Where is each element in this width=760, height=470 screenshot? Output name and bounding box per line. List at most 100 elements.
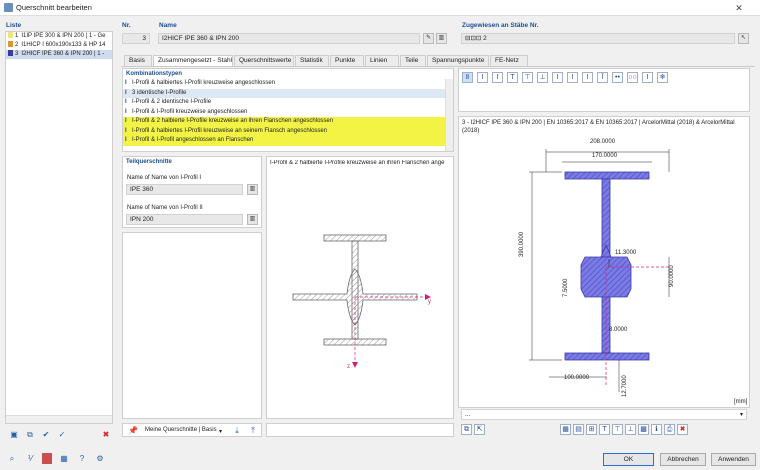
- tab-2[interactable]: Querschnittswerte: [234, 55, 294, 66]
- shape-type-icon[interactable]: I: [477, 72, 488, 83]
- shape-type-icon[interactable]: I: [567, 72, 578, 83]
- tab-6[interactable]: Teile: [400, 55, 426, 66]
- part2-label: Name of Name von I-Profil II: [127, 205, 203, 211]
- shape-type-icon[interactable]: ⊥: [537, 72, 548, 83]
- axes-icon[interactable]: ⊥: [625, 424, 636, 435]
- list-scrollbar[interactable]: [6, 415, 112, 423]
- select-members-icon[interactable]: ↖: [738, 33, 749, 44]
- part2-library-icon[interactable]: ▥: [247, 214, 258, 225]
- result-dropdown[interactable]: ...: [461, 409, 747, 420]
- list-label: Liste: [6, 22, 22, 29]
- i-profile-icon: I: [125, 80, 127, 86]
- unit-label: [mm]: [734, 399, 748, 405]
- combination-label: I-Profil & I-Profil angeschlossen an Fla…: [132, 137, 254, 143]
- color-icon[interactable]: [42, 453, 52, 464]
- shape-type-icon[interactable]: T: [507, 72, 518, 83]
- search-icon[interactable]: ⌕: [9, 454, 15, 463]
- check-icon[interactable]: ✔: [42, 430, 50, 439]
- help-icon[interactable]: ?: [79, 454, 85, 463]
- base-bar: 📌 Meine Querschnitte | Basis ▾ ⤓ ⤒: [122, 423, 262, 437]
- shape-type-icon[interactable]: Ⅰ: [642, 72, 653, 83]
- i-profile-icon: I: [125, 127, 127, 134]
- edit-name-icon[interactable]: ✎: [423, 33, 434, 44]
- shape-type-icon[interactable]: ⊤: [522, 72, 533, 83]
- list-item-label: I1IP IPE 300 & IPN 200 | 1 - Ge: [21, 33, 106, 39]
- save-base-icon[interactable]: ⤓: [235, 426, 239, 435]
- nr-field[interactable]: 3: [122, 33, 150, 44]
- copy-section-icon[interactable]: ⧉: [27, 430, 33, 439]
- table-icon[interactable]: ⊞: [586, 424, 597, 435]
- tab-3[interactable]: Statistik: [295, 55, 329, 66]
- combination-scrollbar[interactable]: [445, 79, 453, 151]
- apply-button[interactable]: Anwenden: [711, 453, 756, 466]
- combination-label: I-Profil & 2 halbierte I-Profile kreuzwe…: [132, 118, 334, 124]
- delete-icon[interactable]: ✖: [102, 430, 110, 439]
- copy-image-icon[interactable]: ⧉: [461, 424, 472, 435]
- grid-icon[interactable]: ▩: [638, 424, 649, 435]
- empty-panel: [122, 232, 262, 419]
- result-dropdown-icon[interactable]: ▾: [740, 412, 744, 418]
- drawing-footer-right: ▦ ▤ ⊞ T ⊤ ⊥ ▩ ℹ ⎙ ✖: [560, 424, 688, 435]
- list-item-label: I2HICF IPE 360 & IPN 200 | 1 -: [21, 51, 105, 57]
- name-label: Name: [159, 22, 177, 29]
- shape-type-icon[interactable]: I: [582, 72, 593, 83]
- export-icon[interactable]: ⇱: [474, 424, 485, 435]
- ok-button[interactable]: OK: [603, 453, 654, 466]
- tab-4[interactable]: Punkte: [330, 55, 364, 66]
- units-icon[interactable]: ⅟: [27, 454, 33, 463]
- dimension-icon[interactable]: ⊤: [612, 424, 623, 435]
- assigned-field[interactable]: ⊟⊡⊡ 2: [461, 33, 735, 44]
- base-dropdown-icon[interactable]: ▾: [219, 429, 223, 435]
- shape-type-icon[interactable]: Ⅰ: [552, 72, 563, 83]
- view-icon[interactable]: ▦: [560, 424, 571, 435]
- cancel-button[interactable]: Abbrechen: [660, 453, 706, 466]
- name-field[interactable]: I2HICF IPE 360 & IPN 200: [158, 33, 420, 44]
- tab-7[interactable]: Spannungspunkte: [427, 55, 489, 66]
- table-view-icon[interactable]: ▦: [60, 454, 68, 463]
- list-toolbar: ▣ ⧉ ✔ ✓ ✖: [8, 429, 112, 441]
- tab-5[interactable]: Linien: [365, 55, 399, 66]
- i-profile-icon: I: [125, 137, 127, 143]
- combination-label: 3 identische I-Profile: [132, 89, 187, 96]
- library-icon[interactable]: ▥: [436, 33, 447, 44]
- shape-type-icon[interactable]: ❄: [657, 72, 668, 83]
- combination-item[interactable]: I I-Profil & I-Profil angeschlossen an Fl…: [123, 136, 453, 146]
- print-icon[interactable]: ⎙: [664, 424, 675, 435]
- dim-tw: 7.5000: [563, 278, 569, 297]
- shape-type-icon[interactable]: Ī: [597, 72, 608, 83]
- new-section-icon[interactable]: ▣: [10, 430, 18, 439]
- print-preview-icon[interactable]: ▤: [573, 424, 584, 435]
- dim-h2: 90.0000: [669, 265, 675, 287]
- part1-field[interactable]: IPE 360: [126, 184, 243, 195]
- section-color-icon: [8, 41, 13, 47]
- tab-1[interactable]: Zusammengesetzt - Stahl: [153, 55, 233, 67]
- i-profile-icon: I: [125, 108, 127, 115]
- tab-0[interactable]: Basis: [124, 55, 152, 66]
- shape-type-icon[interactable]: ○○: [627, 72, 638, 83]
- shape-type-icon[interactable]: Ⅰ: [492, 72, 503, 83]
- shape-type-icon[interactable]: ••: [612, 72, 623, 83]
- uncheck-icon[interactable]: ✓: [58, 430, 66, 439]
- preview-footer: [266, 423, 454, 437]
- pin-icon[interactable]: 📌: [128, 426, 138, 435]
- load-base-icon[interactable]: ⤒: [251, 426, 255, 435]
- settings-icon[interactable]: ⚙: [96, 454, 104, 463]
- info-icon[interactable]: ℹ: [651, 424, 662, 435]
- close-icon[interactable]: ✕: [735, 3, 743, 13]
- text-icon[interactable]: T: [599, 424, 610, 435]
- part2-field[interactable]: IPN 200: [126, 214, 243, 225]
- part1-library-icon[interactable]: ▥: [247, 184, 258, 195]
- tab-8[interactable]: FE-Netz: [490, 55, 528, 66]
- reset-icon[interactable]: ✖: [677, 424, 688, 435]
- shape-type-icon[interactable]: Ⅱ: [462, 72, 473, 83]
